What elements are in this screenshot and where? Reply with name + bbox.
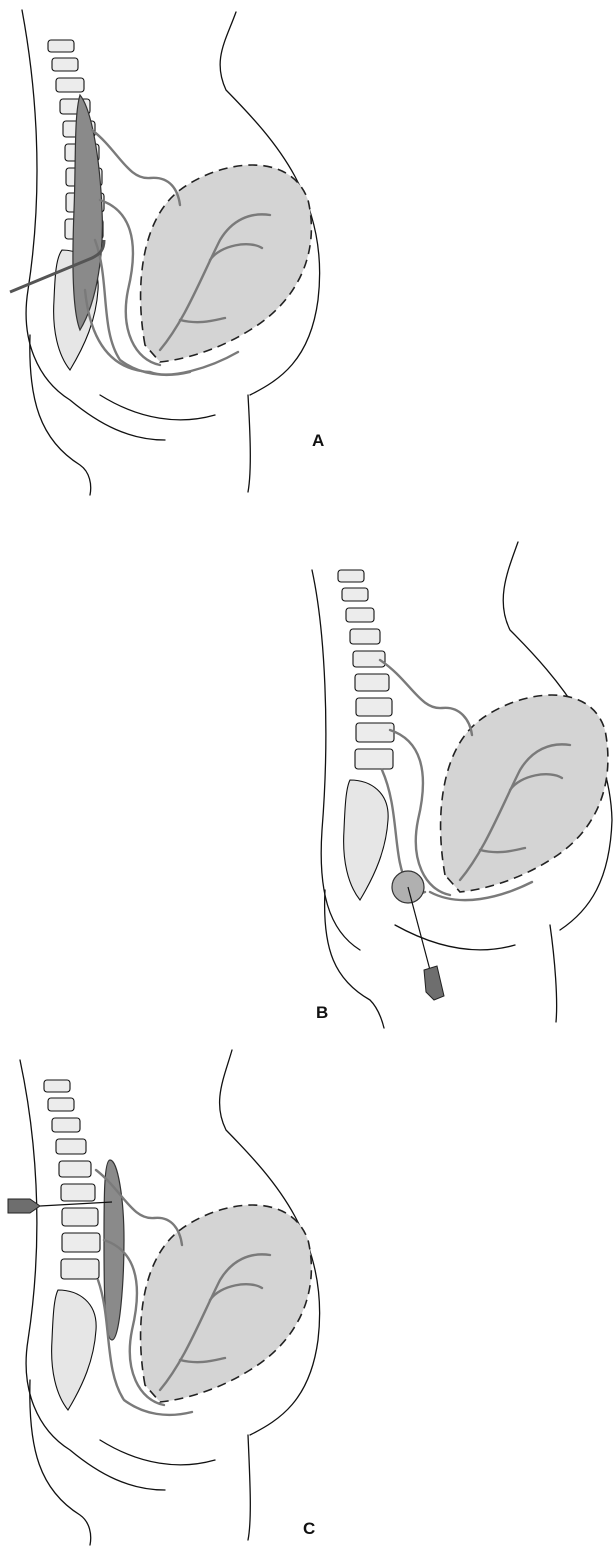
perineum-contour [395, 925, 515, 950]
hip-contour [30, 1380, 91, 1545]
panel-b: B [300, 530, 614, 1030]
panel-c-illustration [0, 1040, 330, 1549]
nerve-path [92, 130, 180, 205]
hip-contour [325, 890, 384, 1028]
panel-a-illustration [0, 0, 330, 500]
paravertebral-needle [40, 1202, 112, 1206]
panel-b-illustration [300, 530, 614, 1030]
uterus [141, 1205, 312, 1402]
thigh-contour [248, 395, 250, 492]
panel-c: C [0, 1040, 330, 1549]
needle-hub-icon [424, 966, 444, 1000]
thigh-contour [248, 1435, 250, 1540]
perineum-contour [100, 395, 215, 420]
thigh-contour [550, 925, 557, 1022]
needle-hub-icon [8, 1199, 40, 1213]
sacrum [344, 780, 389, 900]
uterus [441, 695, 608, 892]
back-contour [312, 570, 360, 950]
panel-label-a: A [312, 432, 324, 449]
hip-contour [30, 335, 91, 495]
perineum-contour [100, 1440, 215, 1465]
panel-label-c: C [303, 1520, 315, 1537]
sacrum [52, 1290, 97, 1410]
pudendal-needle [408, 887, 430, 970]
spine [338, 570, 394, 900]
uterus [141, 165, 312, 362]
panel-label-b: B [316, 1004, 328, 1021]
spine [44, 1080, 100, 1410]
panel-a: A [0, 0, 330, 500]
